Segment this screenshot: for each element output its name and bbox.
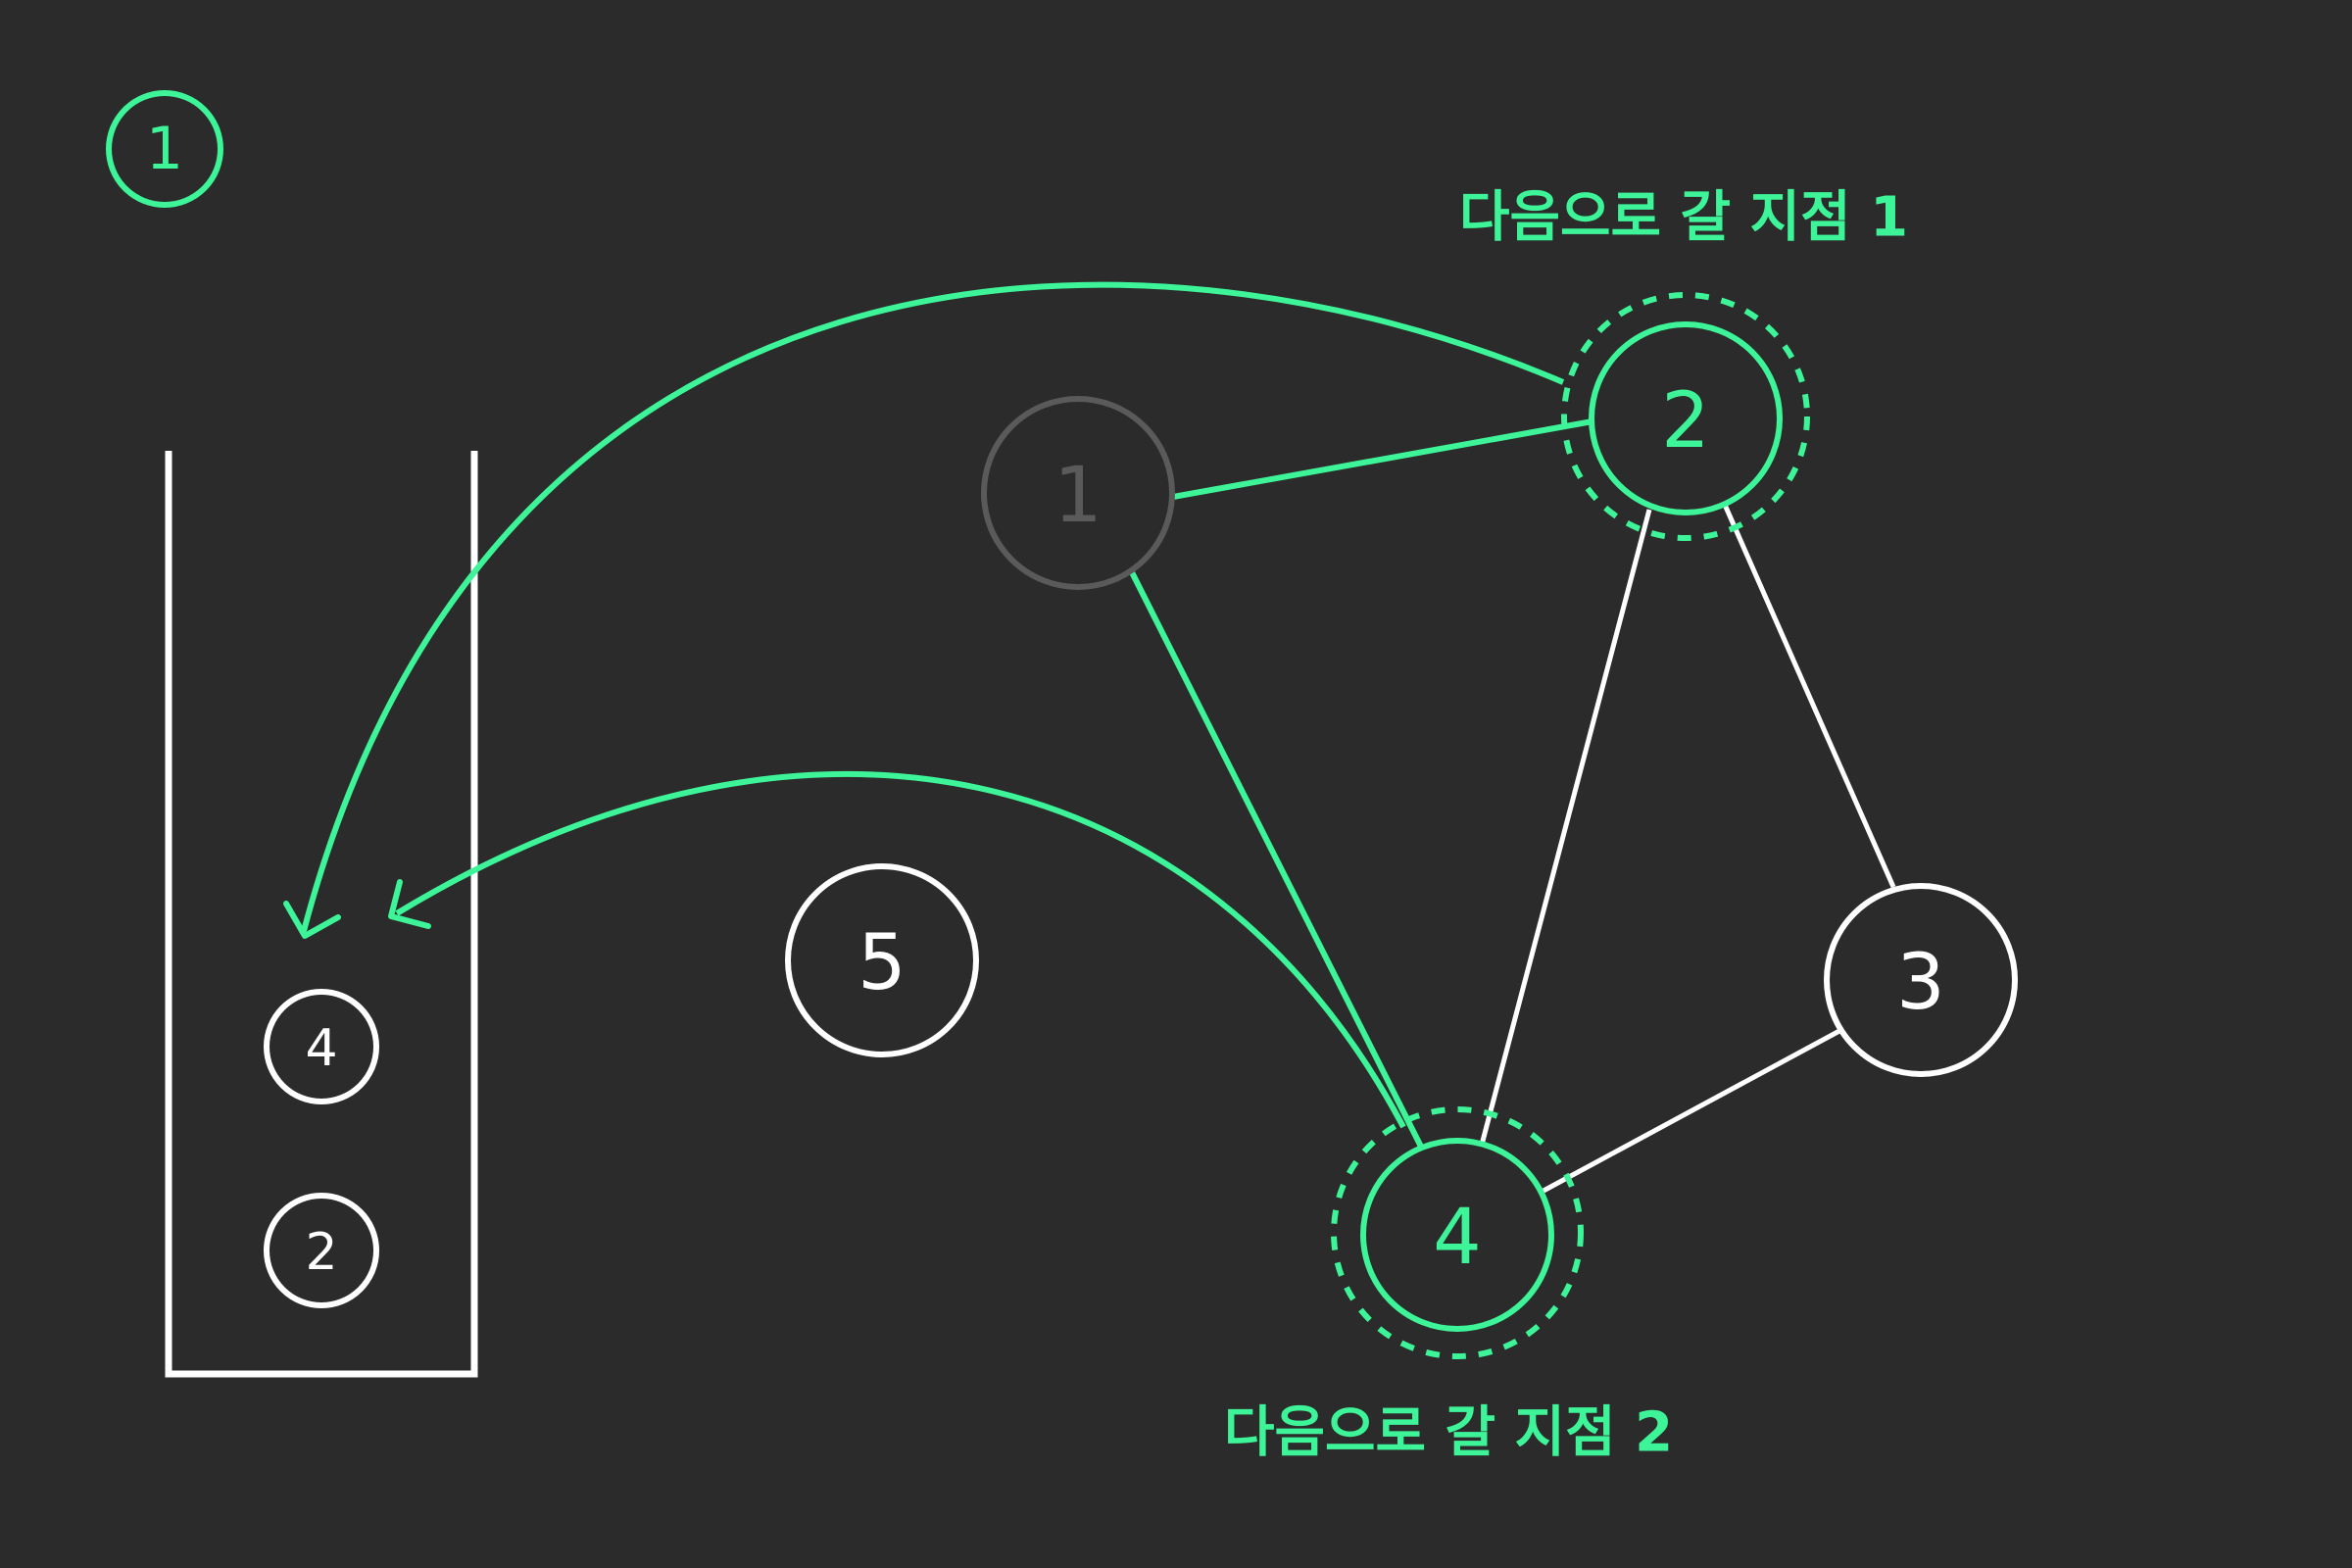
arrow-head-2 — [388, 879, 431, 929]
step-badge: 1 — [106, 90, 223, 208]
node-3: 3 — [1824, 883, 2018, 1077]
step-number: 1 — [146, 115, 183, 183]
node-5: 5 — [785, 863, 979, 1057]
node-5-label: 5 — [858, 919, 906, 1007]
edge-2-4 — [1479, 509, 1652, 1146]
edge-2-3 — [1722, 503, 1896, 889]
node-3-label: 3 — [1896, 939, 1945, 1027]
next-point-2-label: 다음으로 갈 지점 2 — [1224, 1401, 1673, 1465]
arrow-node2-to-stack — [301, 281, 1565, 932]
arrow-head-1 — [283, 901, 341, 939]
stack-item-label: 4 — [305, 1019, 337, 1078]
node-4-highlight-ring — [1331, 1106, 1584, 1359]
node-2: 2 — [1561, 292, 1810, 541]
edge-3-4 — [1542, 1028, 1841, 1194]
stack-item: 4 — [264, 989, 379, 1104]
edge-1-4 — [1127, 566, 1424, 1149]
arrow-node4-to-stack — [395, 771, 1406, 1129]
node-4-label: 4 — [1433, 1194, 1482, 1282]
stack-container — [165, 451, 478, 1378]
node-1: 1 — [981, 396, 1175, 590]
edge-1-2 — [1172, 418, 1593, 500]
node-1-label: 1 — [1054, 452, 1102, 540]
node-4: 4 — [1331, 1106, 1584, 1359]
stack-item: 2 — [264, 1193, 379, 1308]
next-point-1-label: 다음으로 갈 지점 1 — [1459, 186, 1908, 250]
node-2-highlight-ring — [1561, 292, 1810, 541]
stack-item-label: 2 — [305, 1223, 337, 1282]
node-2-label: 2 — [1661, 377, 1710, 466]
